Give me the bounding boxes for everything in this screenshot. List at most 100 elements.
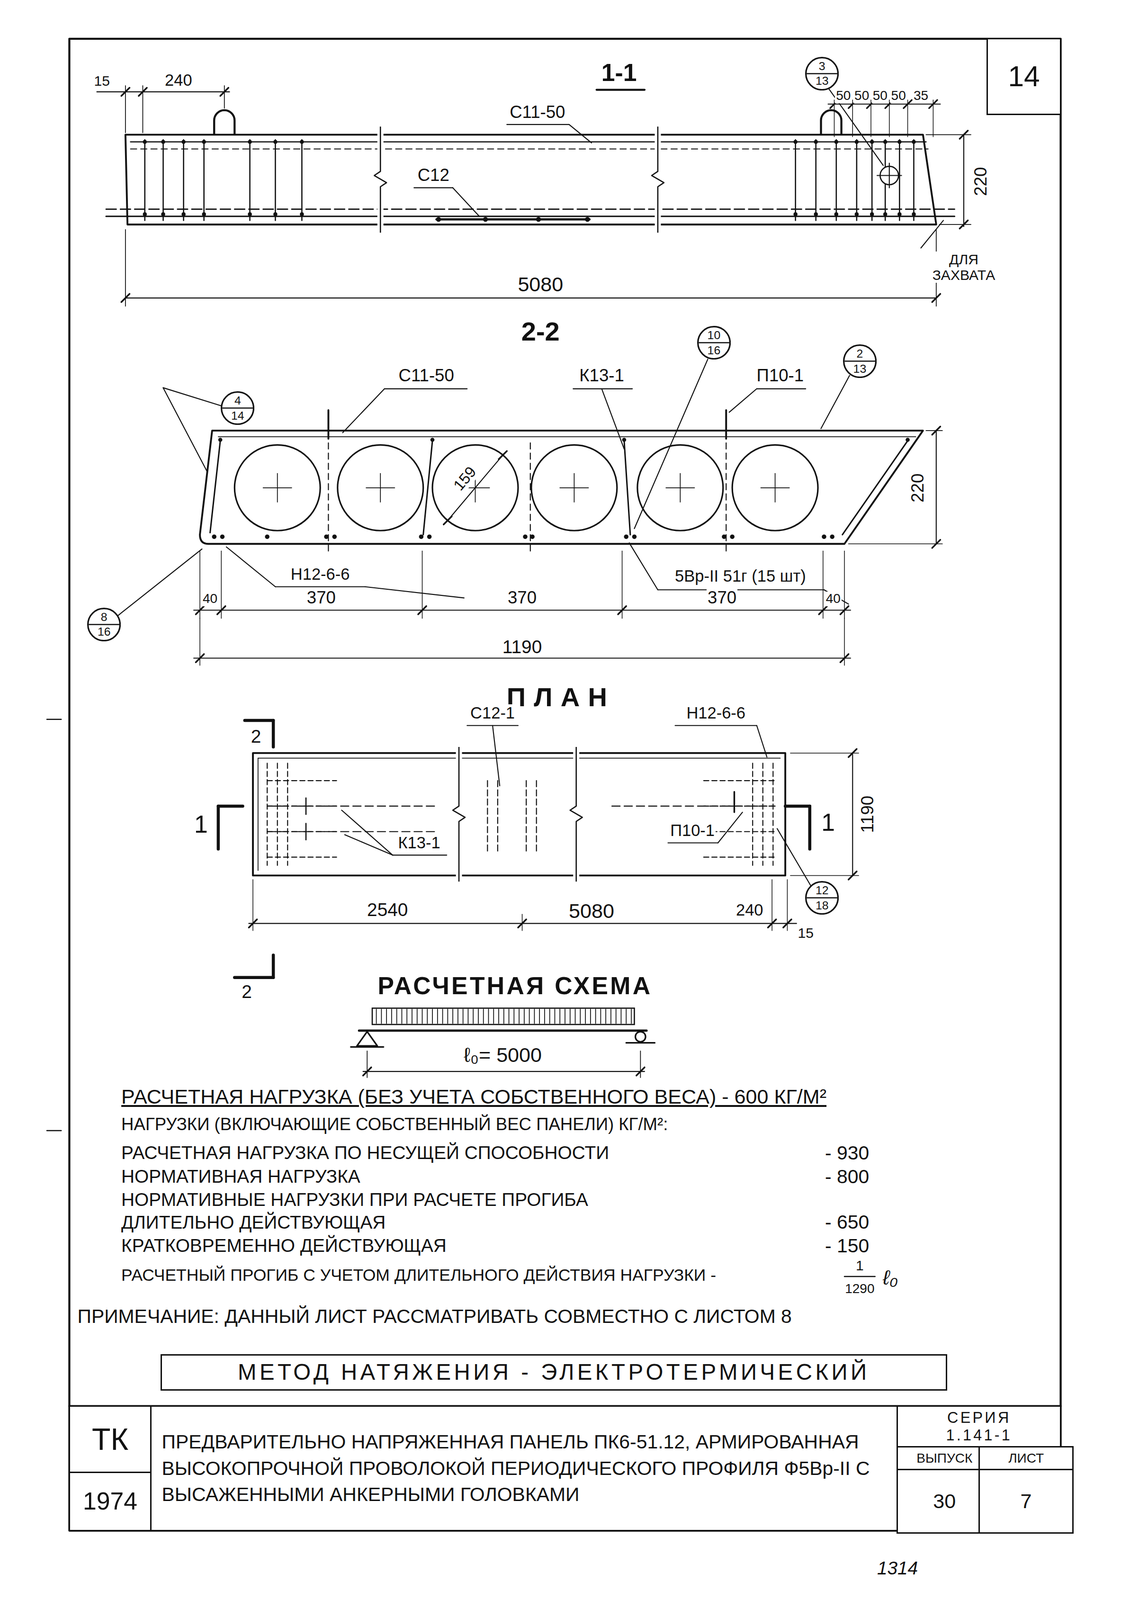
load-hatch bbox=[421, 1009, 423, 1024]
dimension-tick bbox=[932, 293, 941, 302]
binding-mark bbox=[46, 1130, 62, 1132]
leader-line bbox=[163, 387, 208, 472]
part-mark: С12-1 bbox=[469, 704, 516, 723]
cell-text: 1974 bbox=[82, 1487, 138, 1516]
rebar-dot bbox=[623, 534, 628, 539]
break-line bbox=[374, 126, 387, 233]
callout-number: 16 bbox=[707, 343, 721, 358]
load-hatch bbox=[615, 1009, 617, 1024]
callout-number: 8 bbox=[100, 610, 108, 625]
dimension-tick bbox=[138, 87, 147, 96]
rebar-dot bbox=[181, 139, 186, 144]
hidden-line bbox=[611, 805, 776, 807]
section-mark-number: 1 bbox=[193, 810, 209, 838]
extension-line bbox=[870, 99, 872, 137]
extension-line bbox=[888, 99, 890, 137]
rebar-dot bbox=[834, 212, 839, 217]
dimension-tick bbox=[840, 606, 849, 615]
leader-line bbox=[344, 834, 393, 855]
leader-line bbox=[342, 388, 385, 433]
section-mark bbox=[244, 718, 274, 722]
part-mark: К13-1 bbox=[397, 834, 442, 852]
rebar-dot bbox=[430, 437, 435, 442]
callout-divider bbox=[806, 72, 838, 75]
callout-number: 4 bbox=[234, 394, 242, 408]
load-hatch bbox=[452, 1009, 454, 1024]
dimension-tick bbox=[363, 1067, 372, 1076]
dimension-tick bbox=[932, 539, 941, 548]
stirrup bbox=[871, 139, 873, 221]
callout-divider bbox=[698, 342, 730, 344]
section-title: 1-1 bbox=[600, 59, 638, 87]
callout-circle-outline bbox=[843, 345, 876, 378]
hidden-line bbox=[277, 762, 279, 865]
callout-number: 3 bbox=[818, 59, 826, 74]
callout-divider bbox=[88, 623, 120, 626]
hidden-line bbox=[267, 831, 439, 833]
load-hatch bbox=[447, 1009, 449, 1024]
leader-line bbox=[667, 842, 718, 844]
rebar-dot bbox=[911, 139, 916, 144]
load-hatch bbox=[431, 1009, 433, 1024]
load-hatch bbox=[554, 1009, 556, 1024]
note-text: РАСЧЕТНАЯ НАГРУЗКА (БЕЗ УЧЕТА СОБСТВЕННО… bbox=[120, 1085, 828, 1108]
extension-line bbox=[421, 550, 423, 619]
dimension-text: 370 bbox=[506, 588, 538, 608]
rebar-dot bbox=[436, 216, 441, 222]
stirrup bbox=[249, 139, 251, 221]
fraction-number: ℓ₀ bbox=[881, 1266, 899, 1289]
section-mark bbox=[234, 976, 274, 979]
leader-line bbox=[118, 548, 203, 616]
dimension-line bbox=[828, 103, 941, 105]
load-hatch bbox=[564, 1009, 566, 1024]
frame-mark bbox=[305, 798, 307, 815]
dimension-tick bbox=[783, 919, 792, 928]
stirrup bbox=[301, 139, 303, 221]
section-mark-number: 1 bbox=[820, 808, 836, 836]
callout-circle-outline bbox=[806, 881, 839, 915]
dimension-text: 2540 bbox=[366, 899, 409, 921]
note-text: ДЛИТЕЛЬНО ДЕЙСТВУЮЩАЯ bbox=[120, 1212, 387, 1233]
rebar-dot bbox=[829, 534, 835, 539]
hidden-line bbox=[267, 805, 337, 807]
callout-number: 16 bbox=[97, 625, 111, 639]
load-hatch bbox=[376, 1009, 377, 1024]
dimension-text: 40 bbox=[825, 591, 842, 607]
rebar-dot bbox=[897, 139, 902, 144]
section-mark bbox=[218, 804, 243, 808]
dimension-tick bbox=[636, 1067, 645, 1076]
extension-line bbox=[852, 99, 854, 137]
extension-line bbox=[939, 224, 971, 225]
rebar-dot bbox=[632, 534, 637, 539]
callout-number: 13 bbox=[815, 74, 829, 89]
extension-line bbox=[822, 550, 824, 619]
mesh-c12 bbox=[436, 218, 590, 221]
part-mark: С11-50 bbox=[397, 366, 456, 386]
section-title-underline bbox=[596, 88, 645, 91]
extension-line bbox=[907, 99, 909, 137]
center-mark bbox=[277, 473, 279, 503]
dimension-tick bbox=[959, 220, 968, 229]
title-cell: 1974 bbox=[68, 1471, 153, 1532]
frame-k13 bbox=[210, 440, 221, 533]
rebar-dot bbox=[883, 212, 888, 217]
load-hatch bbox=[605, 1009, 607, 1024]
dimension-text: 240 bbox=[735, 901, 765, 920]
callout-number: 18 bbox=[815, 898, 829, 913]
pin-support bbox=[357, 1031, 378, 1046]
leader-line bbox=[384, 388, 467, 390]
sheet-frame bbox=[69, 38, 1061, 1531]
dimension-tick bbox=[618, 606, 627, 615]
leader-line bbox=[777, 828, 811, 886]
section-mark bbox=[271, 720, 275, 747]
hidden-line bbox=[529, 442, 531, 554]
dimension-tick bbox=[418, 606, 427, 615]
dimension-text: 159 bbox=[449, 462, 481, 495]
cell-header: ЛИСТ bbox=[979, 1447, 1073, 1471]
cell-text: 7 bbox=[1020, 1470, 1032, 1532]
dimension-tick bbox=[217, 606, 226, 615]
callout-number: 14 bbox=[231, 409, 245, 423]
load-hatch bbox=[391, 1009, 393, 1024]
fraction-number: 1290 bbox=[843, 1281, 876, 1297]
rebar-dot bbox=[332, 534, 337, 539]
